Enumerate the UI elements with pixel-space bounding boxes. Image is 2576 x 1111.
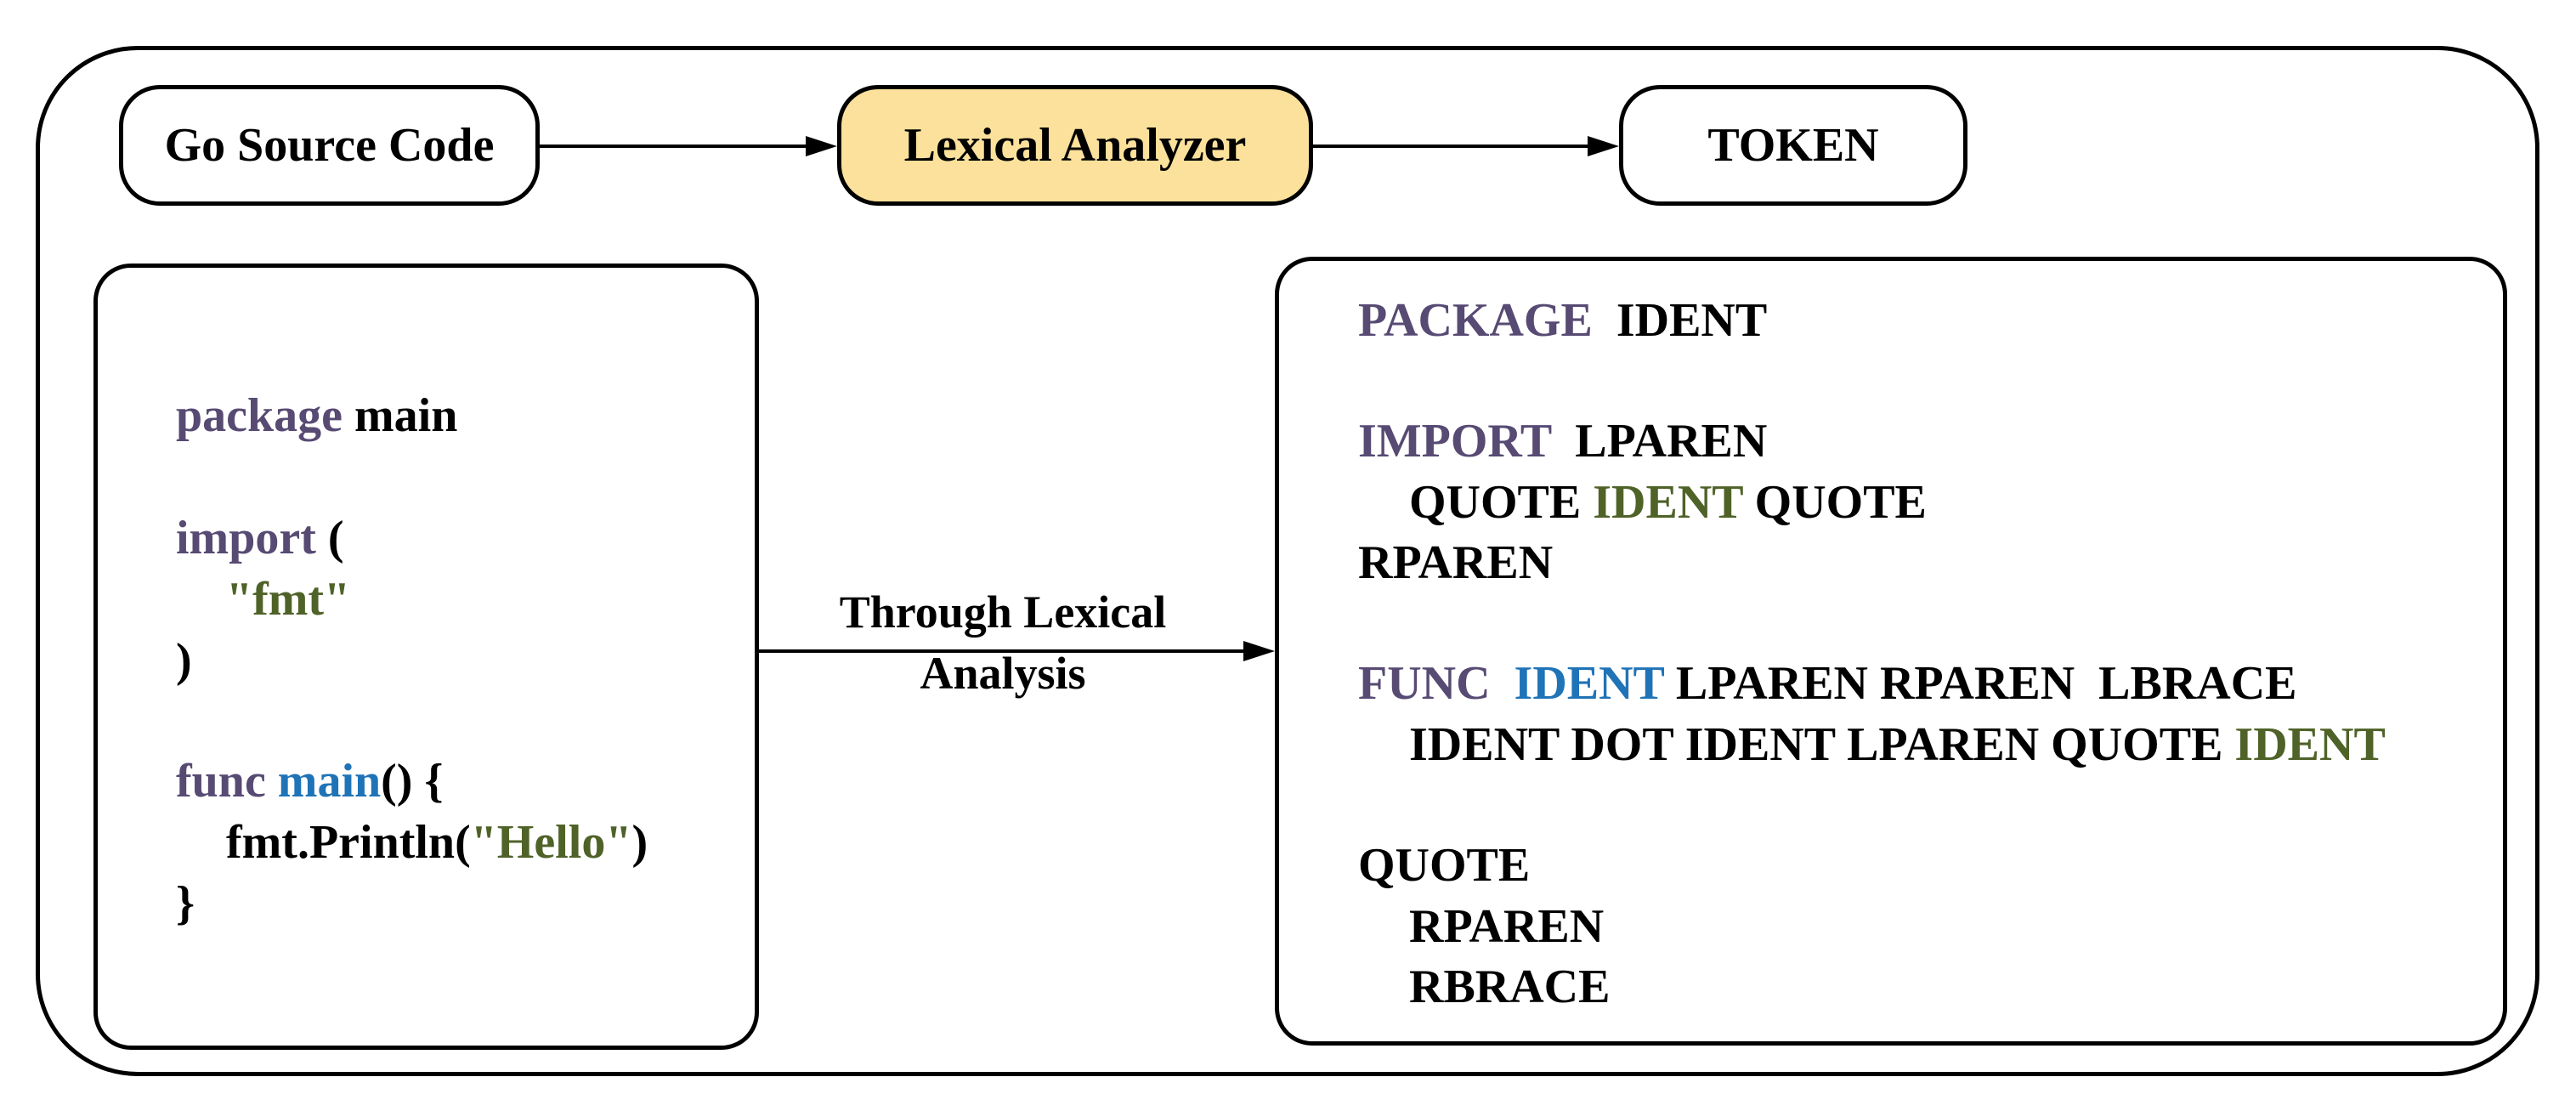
arrow-label-line2: Analysis bbox=[920, 648, 1086, 699]
string-text: "Hello" bbox=[470, 816, 632, 869]
token-line: RPAREN bbox=[1409, 903, 1604, 950]
plain-text: LPAREN RPAREN LBRACE bbox=[1663, 657, 2297, 710]
token-line: QUOTE IDENT QUOTE bbox=[1409, 479, 1927, 526]
plain-text: RPAREN bbox=[1409, 900, 1605, 953]
token-line: RPAREN bbox=[1358, 539, 1553, 587]
token-label: TOKEN bbox=[1707, 119, 1879, 172]
keyword-text: import bbox=[176, 512, 316, 564]
keyword-text: IMPORT bbox=[1358, 415, 1552, 468]
code-line: func main() { bbox=[176, 757, 444, 805]
plain-text: } bbox=[176, 877, 195, 930]
plain-text: RBRACE bbox=[1409, 961, 1611, 1013]
code-line: import ( bbox=[176, 514, 344, 562]
code-line: } bbox=[176, 880, 195, 927]
function-name-text: IDENT bbox=[1490, 657, 1664, 710]
plain-text: ) bbox=[176, 634, 192, 687]
go-source-code-label: Go Source Code bbox=[164, 119, 495, 172]
token-line: QUOTE bbox=[1358, 842, 1530, 889]
arrow-label-line1: Through Lexical bbox=[839, 587, 1167, 638]
plain-text: IDENT bbox=[1592, 294, 1768, 347]
plain-text: fmt.Println( bbox=[226, 816, 471, 869]
plain-text: IDENT DOT IDENT LPAREN QUOTE bbox=[1409, 718, 2235, 771]
token-node: TOKEN bbox=[1619, 85, 1967, 206]
keyword-text: func bbox=[176, 755, 266, 808]
arrow-label: Through Lexical Analysis bbox=[782, 581, 1224, 704]
token-line: RBRACE bbox=[1409, 963, 1610, 1011]
code-line: package main bbox=[176, 392, 457, 439]
lexical-analyzer-label: Lexical Analyzer bbox=[903, 119, 1247, 172]
plain-text: ) bbox=[631, 816, 648, 869]
plain-text: RPAREN bbox=[1358, 536, 1554, 589]
keyword-text: PACKAGE bbox=[1358, 294, 1593, 347]
lexical-analyzer-node: Lexical Analyzer bbox=[837, 85, 1313, 206]
token-line: FUNC IDENT LPAREN RPAREN LBRACE bbox=[1358, 660, 2297, 707]
plain-text: QUOTE bbox=[1742, 476, 1927, 529]
function-name-text: main bbox=[265, 755, 382, 808]
code-line: "fmt" bbox=[226, 575, 350, 623]
plain-text: ( bbox=[315, 512, 344, 564]
token-line: PACKAGE IDENT bbox=[1358, 297, 1767, 344]
keyword-text: package bbox=[176, 389, 343, 442]
source-code-panel bbox=[93, 264, 759, 1050]
string-text: "fmt" bbox=[226, 573, 351, 626]
plain-text: QUOTE bbox=[1409, 476, 1594, 529]
token-line: IMPORT LPAREN bbox=[1358, 417, 1767, 465]
plain-text: LPAREN bbox=[1551, 415, 1768, 468]
plain-text: QUOTE bbox=[1358, 839, 1531, 892]
token-stream-panel bbox=[1275, 257, 2507, 1046]
code-line: fmt.Println("Hello") bbox=[226, 819, 648, 866]
keyword-text: FUNC bbox=[1358, 657, 1491, 710]
go-source-code-node: Go Source Code bbox=[119, 85, 540, 206]
plain-text: main bbox=[343, 389, 458, 442]
string-text: IDENT bbox=[2234, 718, 2386, 771]
plain-text: () { bbox=[381, 755, 444, 808]
token-line: IDENT DOT IDENT LPAREN QUOTE IDENT bbox=[1409, 721, 2386, 768]
code-line: ) bbox=[176, 637, 192, 684]
string-text: IDENT bbox=[1593, 476, 1743, 529]
outer-frame bbox=[36, 46, 2539, 1076]
